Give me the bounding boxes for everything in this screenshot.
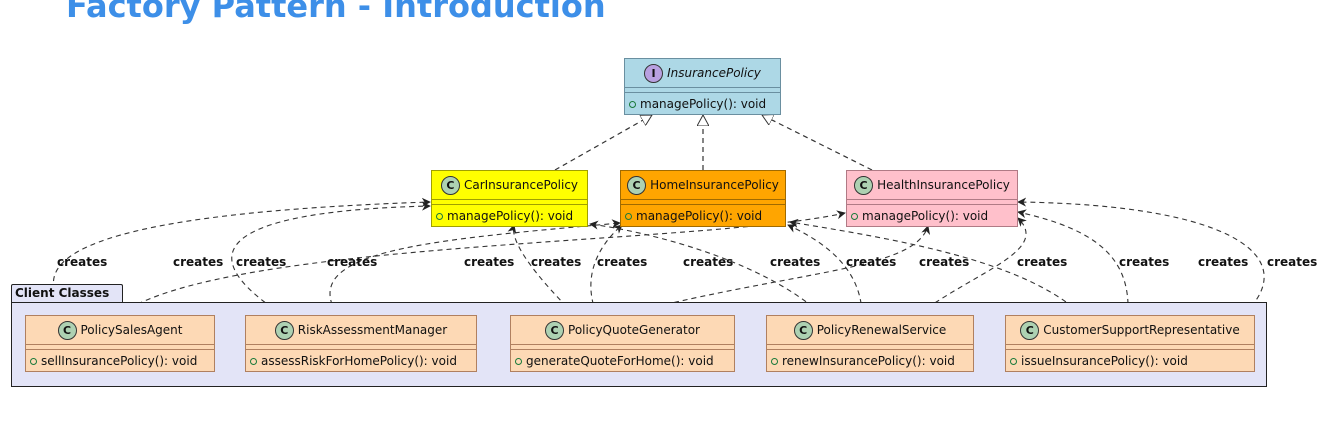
creates-label: creates	[846, 255, 897, 269]
class-stereotype-icon: C	[793, 320, 813, 340]
creates-label: creates	[1017, 255, 1068, 269]
creates-label: creates	[173, 255, 224, 269]
method-signature: issueInsurancePolicy(): void	[1021, 354, 1188, 368]
method-row: sellInsurancePolicy(): void	[26, 349, 214, 372]
class-stereotype-icon: C	[57, 320, 77, 340]
class-header: C RiskAssessmentManager	[246, 316, 476, 344]
edge-support-health-2	[1017, 197, 1265, 314]
creates-label: creates	[1267, 255, 1318, 269]
method-signature: renewInsurancePolicy(): void	[782, 354, 955, 368]
edge-support-home	[789, 218, 1081, 314]
class-name: CarInsurancePolicy	[463, 178, 579, 192]
edge-quote-car	[507, 224, 574, 314]
edge-risk-car	[231, 201, 431, 314]
class-name: RiskAssessmentManager	[297, 323, 448, 337]
edge-quote-home	[590, 224, 623, 314]
creates-label: creates	[327, 255, 378, 269]
method-signature: assessRiskForHomePolicy(): void	[261, 354, 457, 368]
interface-stereotype-icon: I	[644, 63, 664, 83]
class-stereotype-icon: C	[440, 175, 460, 195]
class-name: PolicySalesAgent	[80, 323, 183, 337]
public-method-icon	[250, 357, 257, 365]
creates-label: creates	[1119, 255, 1170, 269]
class-policy-quote-generator[interactable]: C PolicyQuoteGenerator generateQuoteForH…	[510, 315, 735, 372]
edge-risk-home	[329, 219, 621, 314]
method-row: renewInsurancePolicy(): void	[767, 349, 973, 372]
class-header: C PolicyQuoteGenerator	[511, 316, 734, 344]
method-signature: sellInsurancePolicy(): void	[41, 354, 198, 368]
method-row: managePolicy(): void	[432, 204, 587, 227]
class-policy-renewal-service[interactable]: C PolicyRenewalService renewInsurancePol…	[766, 315, 974, 372]
public-method-icon	[625, 212, 632, 220]
class-home-insurance-policy[interactable]: C HomeInsurancePolicy managePolicy(): vo…	[620, 170, 786, 227]
health-realizes-interface	[762, 115, 873, 171]
public-method-icon	[771, 357, 778, 365]
class-name: HomeInsurancePolicy	[650, 178, 779, 192]
method-signature: managePolicy(): void	[640, 97, 767, 111]
package-name: Client Classes	[15, 286, 110, 300]
public-method-icon	[1010, 357, 1017, 365]
class-risk-assessment-manager[interactable]: C RiskAssessmentManager assessRiskForHom…	[245, 315, 477, 372]
class-stereotype-icon: C	[1020, 320, 1040, 340]
method-signature: generateQuoteForHome(): void	[526, 354, 714, 368]
slide-title: Factory Pattern - Introduction	[66, 0, 606, 25]
creates-label: creates	[531, 255, 582, 269]
method-signature: managePolicy(): void	[447, 209, 574, 223]
creates-label: creates	[770, 255, 821, 269]
class-car-insurance-policy[interactable]: C CarInsurancePolicy managePolicy(): voi…	[431, 170, 588, 227]
creates-label: creates	[1198, 255, 1249, 269]
method-signature: managePolicy(): void	[862, 209, 989, 223]
method-row: generateQuoteForHome(): void	[511, 349, 734, 372]
creates-label: creates	[683, 255, 734, 269]
class-header: C PolicySalesAgent	[26, 316, 214, 344]
creates-label: creates	[919, 255, 970, 269]
class-name: PolicyRenewalService	[816, 323, 947, 337]
edge-renewal-car	[589, 220, 821, 314]
car-realizes-interface	[554, 114, 652, 171]
method-row: managePolicy(): void	[621, 204, 785, 227]
creates-label: creates	[236, 255, 287, 269]
method-row: assessRiskForHomePolicy(): void	[246, 349, 476, 372]
class-health-insurance-policy[interactable]: C HealthInsurancePolicy managePolicy(): …	[846, 170, 1018, 227]
class-name: InsurancePolicy	[667, 66, 761, 80]
public-method-icon	[515, 357, 522, 365]
public-method-icon	[436, 212, 443, 220]
class-header: C HomeInsurancePolicy	[621, 171, 785, 199]
class-stereotype-icon: C	[274, 320, 294, 340]
class-header: C CarInsurancePolicy	[432, 171, 587, 199]
method-row: issueInsurancePolicy(): void	[1006, 349, 1254, 372]
class-header: C PolicyRenewalService	[767, 316, 973, 344]
realization-edges	[554, 114, 873, 171]
class-stereotype-icon: C	[545, 320, 565, 340]
method-row: managePolicy(): void	[625, 92, 780, 115]
edge-quote-health	[629, 225, 930, 314]
interface-insurance-policy[interactable]: I InsurancePolicy managePolicy(): void	[624, 58, 781, 115]
class-header: I InsurancePolicy	[625, 59, 780, 87]
class-name: HealthInsurancePolicy	[877, 178, 1010, 192]
class-name: CustomerSupportRepresentative	[1043, 323, 1240, 337]
method-signature: managePolicy(): void	[636, 209, 763, 223]
public-method-icon	[851, 212, 858, 220]
package-tab: Client Classes	[11, 284, 123, 303]
class-stereotype-icon: C	[854, 175, 874, 195]
class-stereotype-icon: C	[627, 175, 647, 195]
edge-renewal-home	[787, 224, 863, 314]
public-method-icon	[629, 100, 636, 108]
creates-label: creates	[597, 255, 648, 269]
class-policy-sales-agent[interactable]: C PolicySalesAgent sellInsurancePolicy()…	[25, 315, 215, 372]
class-customer-support-representative[interactable]: C CustomerSupportRepresentative issueIns…	[1005, 315, 1255, 372]
edge-support-health	[1017, 209, 1129, 314]
creates-label: creates	[464, 255, 515, 269]
class-name: PolicyQuoteGenerator	[568, 323, 700, 337]
class-header: C HealthInsurancePolicy	[847, 171, 1017, 199]
public-method-icon	[30, 357, 37, 365]
method-row: managePolicy(): void	[847, 204, 1017, 227]
creates-label: creates	[57, 255, 108, 269]
class-header: C CustomerSupportRepresentative	[1006, 316, 1254, 344]
